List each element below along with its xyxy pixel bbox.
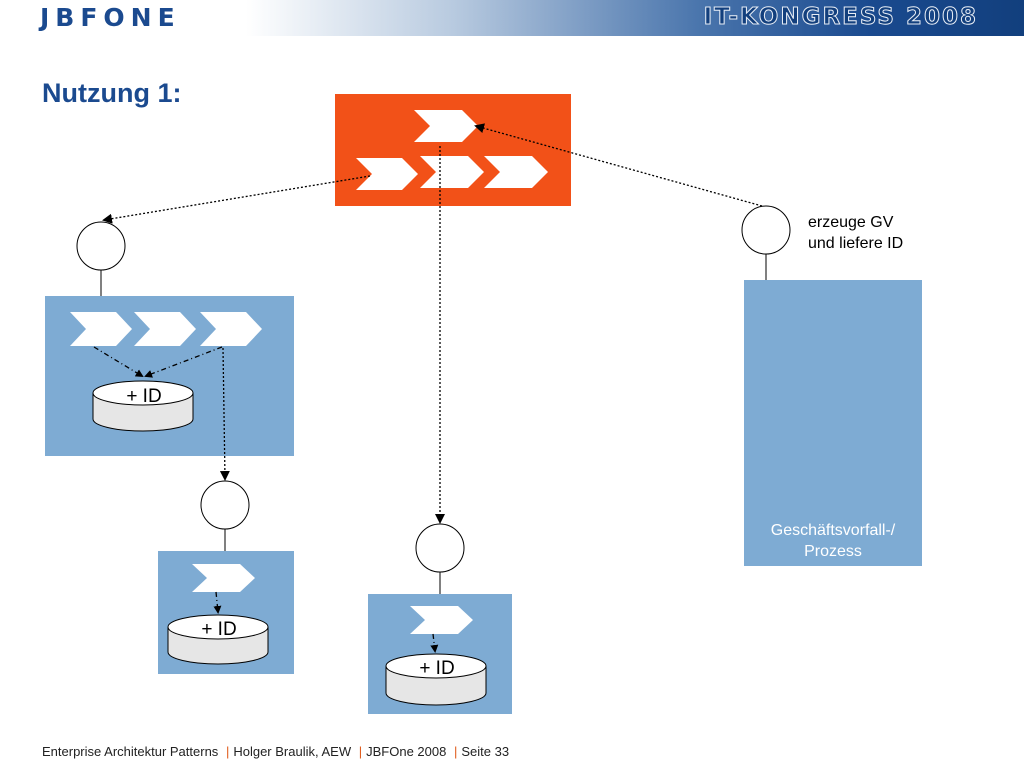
jbfone-logo: JBFONE — [40, 3, 181, 32]
arrow-orange-to-left — [102, 175, 371, 224]
interface-circle-small-left — [200, 480, 250, 530]
database-label: + ID — [201, 619, 236, 640]
interface-circle-middle — [415, 523, 465, 573]
interface-circle-right — [741, 205, 791, 255]
chevron-row-2 — [420, 156, 484, 188]
process-label-line-2: Prozess — [804, 543, 862, 560]
database-label: + ID — [126, 386, 161, 407]
arrow-chevron1-to-db — [93, 346, 144, 378]
interface-circle-left — [76, 221, 126, 271]
chevron-left-2 — [134, 312, 196, 346]
process-box-label: Geschäftsvorfall-/ Prozess — [744, 520, 922, 562]
database-left: + ID — [92, 380, 194, 432]
database-middle: + ID — [385, 653, 487, 706]
arrow-chevron-to-db-small-left — [213, 591, 222, 614]
chevron-left-3 — [200, 312, 262, 346]
header-bar: JBFONE IT-KONGRESS 2008 — [0, 0, 1024, 36]
footer-title: Enterprise Architektur Patterns — [42, 744, 219, 759]
footer-page: Seite 33 — [461, 744, 510, 759]
chevron-small-middle — [410, 606, 473, 634]
chevron-row-3 — [484, 156, 548, 188]
page-title: Nutzung 1: — [42, 78, 182, 108]
footer-separator: | — [225, 744, 230, 759]
footer-event: JBFOne 2008 — [366, 744, 447, 759]
event-title: IT-KONGRESS 2008 — [703, 4, 978, 31]
chevron-small-left — [192, 564, 255, 592]
create-gv-note: erzeuge GV und liefere ID — [808, 212, 903, 254]
footer-separator: | — [453, 744, 458, 759]
chevron-top — [414, 110, 478, 142]
arrow-right-to-orange — [474, 123, 763, 207]
database-small-left: + ID — [167, 614, 269, 665]
arrow-chevron3-to-db — [144, 346, 223, 378]
footer: Enterprise Architektur Patterns |Holger … — [42, 744, 509, 759]
arrow-chevron-to-db-middle — [430, 633, 439, 653]
database-label: + ID — [419, 658, 454, 679]
note-line-1: erzeuge GV — [808, 214, 894, 231]
footer-separator: | — [358, 744, 363, 759]
footer-author: Holger Braulik, AEW — [233, 744, 352, 759]
note-line-2: und liefere ID — [808, 235, 904, 252]
chevron-left-1 — [70, 312, 132, 346]
blue-process-box-right — [744, 280, 922, 566]
arrow-left-to-small-left — [219, 347, 230, 481]
chevron-row-1 — [356, 158, 418, 190]
process-label-line-1: Geschäftsvorfall-/ — [770, 522, 896, 539]
